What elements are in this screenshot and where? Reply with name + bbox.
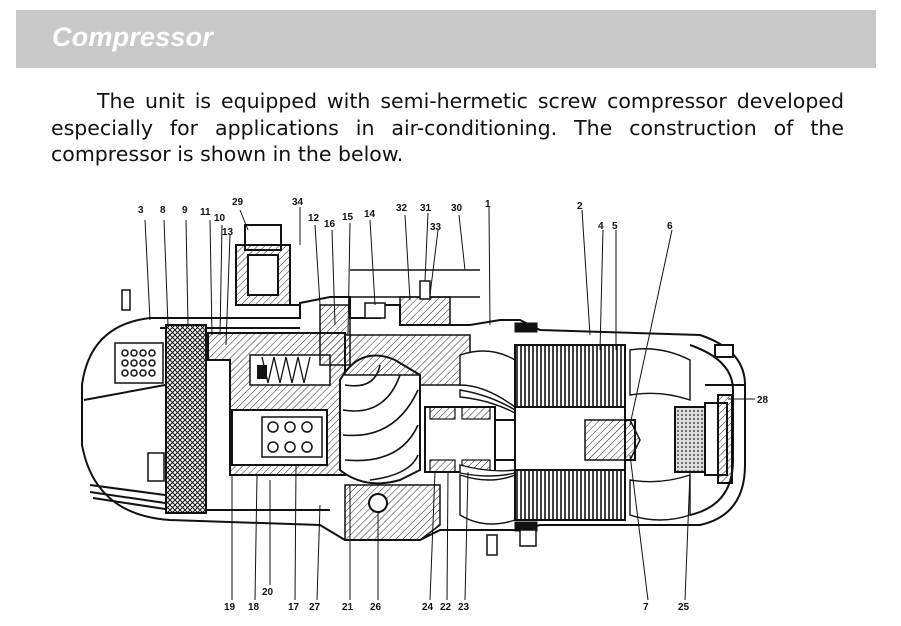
callout-label: 30 (451, 203, 463, 214)
section-header-banner: Compressor (16, 10, 876, 68)
callout-labels-right: 28 (757, 395, 769, 406)
callout-label: 34 (292, 197, 304, 208)
callout-label: 26 (370, 602, 382, 613)
callout-label: 24 (422, 602, 434, 613)
compressor-drawing: 3 8 9 11 10 13 29 34 12 16 15 14 32 31 3… (81, 197, 769, 613)
callout-label: 15 (342, 212, 354, 223)
callout-label: 14 (364, 209, 376, 220)
callout-label: 28 (757, 395, 769, 406)
intro-paragraph: The unit is equipped with semi-hermetic … (51, 89, 844, 166)
callout-label: 19 (224, 602, 236, 613)
callout-label: 29 (232, 197, 244, 208)
callout-labels-bottom: 20 19 18 17 27 21 26 24 22 23 7 25 (224, 587, 690, 613)
callout-label: 3 (138, 205, 144, 216)
callout-label: 5 (612, 221, 618, 232)
callout-label: 4 (598, 221, 604, 232)
callout-label: 1 (485, 199, 491, 210)
section-title: Compressor (52, 22, 214, 52)
callout-label: 33 (430, 222, 442, 233)
callout-label: 12 (308, 213, 320, 224)
callout-label: 21 (342, 602, 354, 613)
compressor-cross-section-figure: 3 8 9 11 10 13 29 34 12 16 15 14 32 31 3… (0, 185, 901, 626)
callout-label: 7 (643, 602, 649, 613)
callout-label: 2 (577, 201, 583, 212)
callout-label: 8 (160, 205, 166, 216)
callout-label: 10 (214, 213, 226, 224)
callout-label: 25 (678, 602, 690, 613)
callout-label: 23 (458, 602, 470, 613)
callout-label: 18 (248, 602, 260, 613)
callout-label: 20 (262, 587, 274, 598)
callout-label: 11 (200, 207, 211, 218)
callout-label: 6 (667, 221, 673, 232)
callout-label: 16 (324, 219, 336, 230)
callout-label: 13 (222, 227, 234, 238)
callout-labels-top: 3 8 9 11 10 13 29 34 12 16 15 14 32 31 3… (138, 197, 673, 238)
callout-label: 22 (440, 602, 452, 613)
callout-label: 9 (182, 205, 188, 216)
callout-label: 27 (309, 602, 321, 613)
callout-label: 32 (396, 203, 408, 214)
callout-label: 31 (420, 203, 432, 214)
callout-label: 17 (288, 602, 300, 613)
